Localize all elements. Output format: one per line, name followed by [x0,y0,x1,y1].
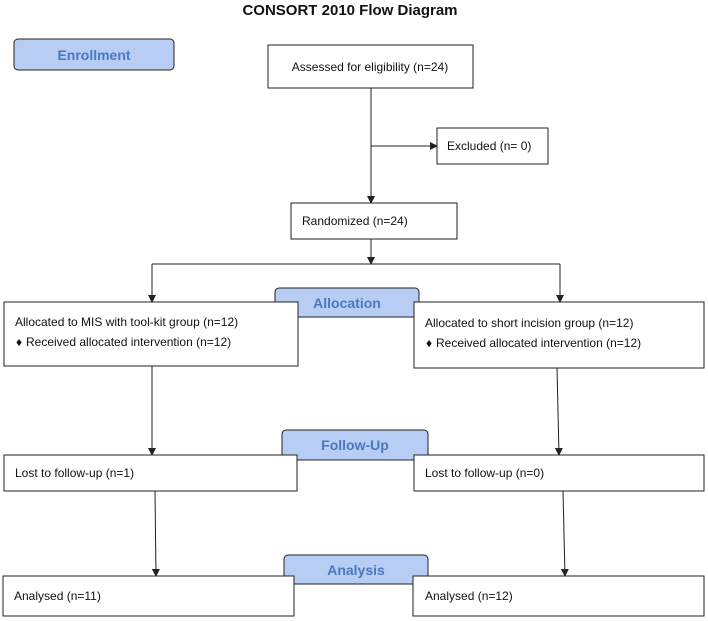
connector-alloc-followup-right [554,367,563,456]
alloc-left-title: Allocated to MIS with tool-kit group (n=… [15,315,238,329]
alloc-left-bullet-icon: ♦ [16,335,22,349]
box-analysis-left: Analysed (n=11) [2,575,295,617]
box-analysis-right: Analysed (n=12) [412,575,705,617]
alloc-right-title: Allocated to short incision group (n=12) [425,316,633,330]
followup-right-text: Lost to follow-up (n=0) [425,466,544,480]
stage-analysis-label: Analysis [327,562,385,578]
stage-enrollment-label: Enrollment [57,47,130,63]
box-followup-right: Lost to follow-up (n=0) [413,454,705,492]
box-randomized: Randomized (n=24) [290,202,458,240]
alloc-right-item: Received allocated intervention (n=12) [436,336,641,350]
alloc-right-bullet-icon: ♦ [426,336,432,350]
connectors [148,88,569,577]
box-excluded: Excluded (n= 0) [436,127,549,165]
box-assessed: Assessed for eligibility (n=24) [267,44,474,89]
box-allocation-right: Allocated to short incision group (n=12)… [413,301,705,369]
stage-analysis: Analysis [283,554,429,585]
stage-allocation: Allocation [274,287,420,318]
diagram-title: CONSORT 2010 Flow Diagram [242,2,457,19]
followup-left-text: Lost to follow-up (n=1) [15,466,134,480]
box-excluded-text: Excluded (n= 0) [447,139,531,153]
box-randomized-text: Randomized (n=24) [302,214,408,228]
stage-allocation-label: Allocation [313,295,381,311]
analysis-right-text: Analysed (n=12) [425,589,513,603]
box-allocation-left: Allocated to MIS with tool-kit group (n=… [3,301,299,367]
stage-enrollment: Enrollment [13,38,175,71]
connector-followup-analysis-right [560,490,569,577]
alloc-left-item: Received allocated intervention (n=12) [26,335,231,349]
analysis-left-text: Analysed (n=11) [14,589,101,603]
stage-follow-up: Follow-Up [281,429,429,461]
connector-followup-analysis-left [151,490,160,577]
box-followup-left: Lost to follow-up (n=1) [3,454,298,492]
stage-follow-up-label: Follow-Up [321,437,389,453]
box-assessed-text: Assessed for eligibility (n=24) [292,60,448,74]
